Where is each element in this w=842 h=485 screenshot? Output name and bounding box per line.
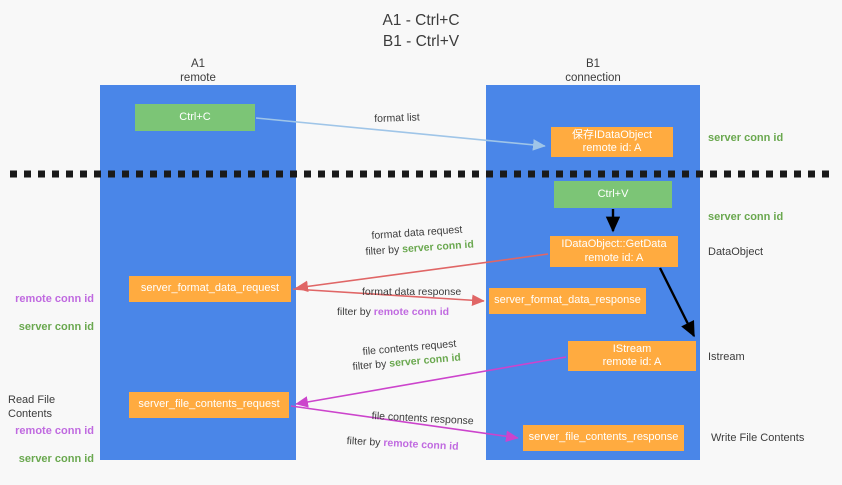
box-istream[interactable]: IStream remote id: A: [568, 341, 696, 371]
annotation-server-conn-id-2: server conn id: [18, 453, 94, 465]
server-conn-id-value-1: server conn id: [401, 238, 475, 256]
annotation-server-conn-id-mid: server conn id: [708, 211, 784, 223]
box-server-format-data-response[interactable]: server_format_data_response: [489, 288, 646, 314]
annotation-read-file-contents: Read File Contents: [8, 394, 56, 420]
filter-by-text-1: filter by: [365, 243, 403, 258]
edge-label-format-data-response: format data response: [362, 286, 462, 298]
box-ctrl-c[interactable]: Ctrl+C: [135, 104, 255, 131]
annotation-remote-conn-id-1: remote conn id: [15, 293, 94, 305]
lane-header-b1: B1 connection: [565, 58, 621, 84]
annotation-server-conn-id-1: server conn id: [18, 321, 94, 333]
box-idataobject-getdata[interactable]: IDataObject::GetData remote id: A: [550, 236, 678, 267]
box-server-file-contents-request[interactable]: server_file_contents_request: [129, 392, 289, 418]
diagram-title: A1 - Ctrl+C B1 - Ctrl+V: [382, 12, 460, 50]
annotation-istream: Istream: [708, 351, 745, 363]
remote-conn-id-value-1: remote conn id: [373, 306, 450, 318]
edge-label-format-list: format list: [374, 111, 420, 125]
box-server-file-contents-response[interactable]: server_file_contents_response: [523, 425, 684, 451]
edge-label-filter-by-remote-conn-id-2: filter by remote conn id: [346, 434, 459, 454]
annotation-remote-conn-id-2: remote conn id: [15, 425, 94, 437]
remote-conn-id-value-2: remote conn id: [383, 436, 459, 453]
box-ctrl-v[interactable]: Ctrl+V: [554, 181, 672, 208]
box-server-format-data-request[interactable]: server_format_data_request: [129, 276, 291, 302]
filter-by-text-4: filter by: [346, 434, 384, 449]
edge-label-filter-by-remote-conn-id-1: filter by remote conn id: [337, 305, 449, 319]
annotation-conn-ids-bottom: remote conn id server conn id: [8, 410, 94, 466]
edge-label-file-contents-response: file contents response: [371, 409, 474, 428]
annotation-conn-ids-top: remote conn id server conn id: [8, 278, 94, 334]
filter-by-text-3: filter by: [352, 357, 390, 373]
box-idataobject[interactable]: 保存IDataObject remote id: A: [551, 127, 673, 157]
annotation-write-file-contents: Write File Contents: [711, 432, 805, 444]
annotation-server-conn-id-top: server conn id: [708, 132, 784, 144]
filter-by-text-2: filter by: [337, 306, 374, 318]
lane-header-a1: A1 remote: [180, 58, 216, 84]
annotation-dataobject: DataObject: [708, 246, 764, 258]
